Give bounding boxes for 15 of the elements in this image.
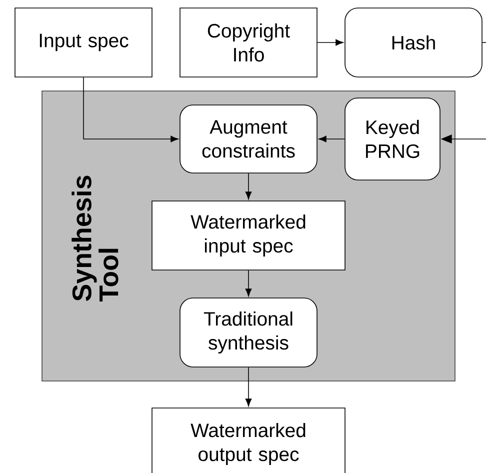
rounded-box: Keyed PRNG <box>344 98 440 180</box>
rounded-box: Augment constraints <box>180 104 318 174</box>
arrow <box>318 136 345 142</box>
process-box: Watermarked input spec <box>152 200 346 270</box>
arrow <box>245 270 252 296</box>
process-box: Copyright Info <box>180 8 318 78</box>
rounded-box: Hash <box>344 8 482 78</box>
process-box: Watermarked output spec <box>152 408 346 473</box>
arrow <box>440 134 486 144</box>
process-box: Input spec <box>14 8 152 78</box>
arrow <box>245 172 252 200</box>
rounded-box: Traditional synthesis <box>180 298 318 368</box>
arrow <box>317 39 344 46</box>
arrow <box>245 366 252 406</box>
arrow <box>83 76 178 142</box>
